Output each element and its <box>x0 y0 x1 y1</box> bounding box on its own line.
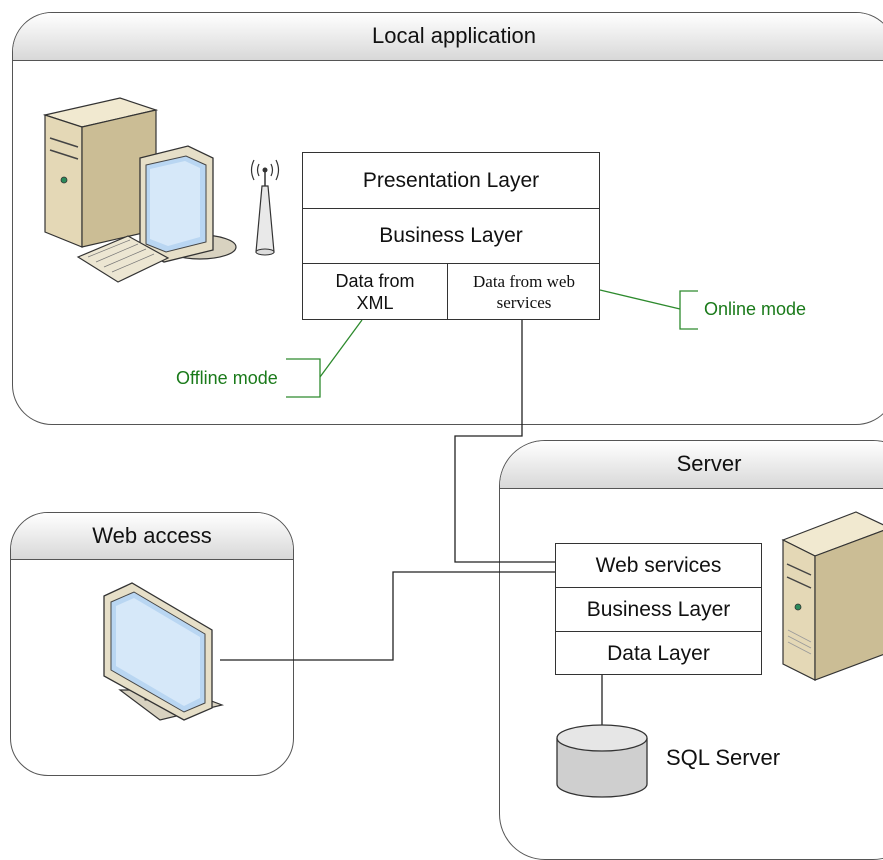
server-tower-icon <box>781 511 883 681</box>
offline-mode-label: Offline mode <box>176 368 278 388</box>
database-icon <box>556 724 648 798</box>
server-title: Server <box>500 441 883 489</box>
desktop-computer-icon <box>42 97 237 283</box>
web-access-title: Web access <box>11 513 293 560</box>
monitor-icon <box>103 582 225 721</box>
web-access-connector-line <box>220 571 556 661</box>
server-layer-stack: Web services Business Layer Data Layer <box>555 543 762 675</box>
web-services-layer: Web services <box>556 544 761 588</box>
diagram-overlay <box>42 97 883 798</box>
local-layer-stack: Presentation Layer Business Layer Data f… <box>302 152 600 320</box>
online-connector-line <box>454 320 556 563</box>
offline-mode-bracket <box>286 319 363 398</box>
data-from-web-services: Data from web services <box>473 272 575 312</box>
presentation-layer: Presentation Layer <box>303 153 599 209</box>
online-mode-label: Online mode <box>704 299 807 319</box>
sql-server-label: SQL Server <box>666 745 781 770</box>
local-application-title: Local application <box>13 13 883 61</box>
business-layer: Business Layer <box>303 209 599 264</box>
online-mode-bracket <box>599 289 698 330</box>
antenna-icon <box>250 159 280 256</box>
web-access-panel: Web access <box>10 512 294 776</box>
data-from-xml: Data from XML <box>303 264 448 320</box>
server-business-layer: Business Layer <box>556 588 761 632</box>
data-layer: Data Layer <box>607 641 710 665</box>
